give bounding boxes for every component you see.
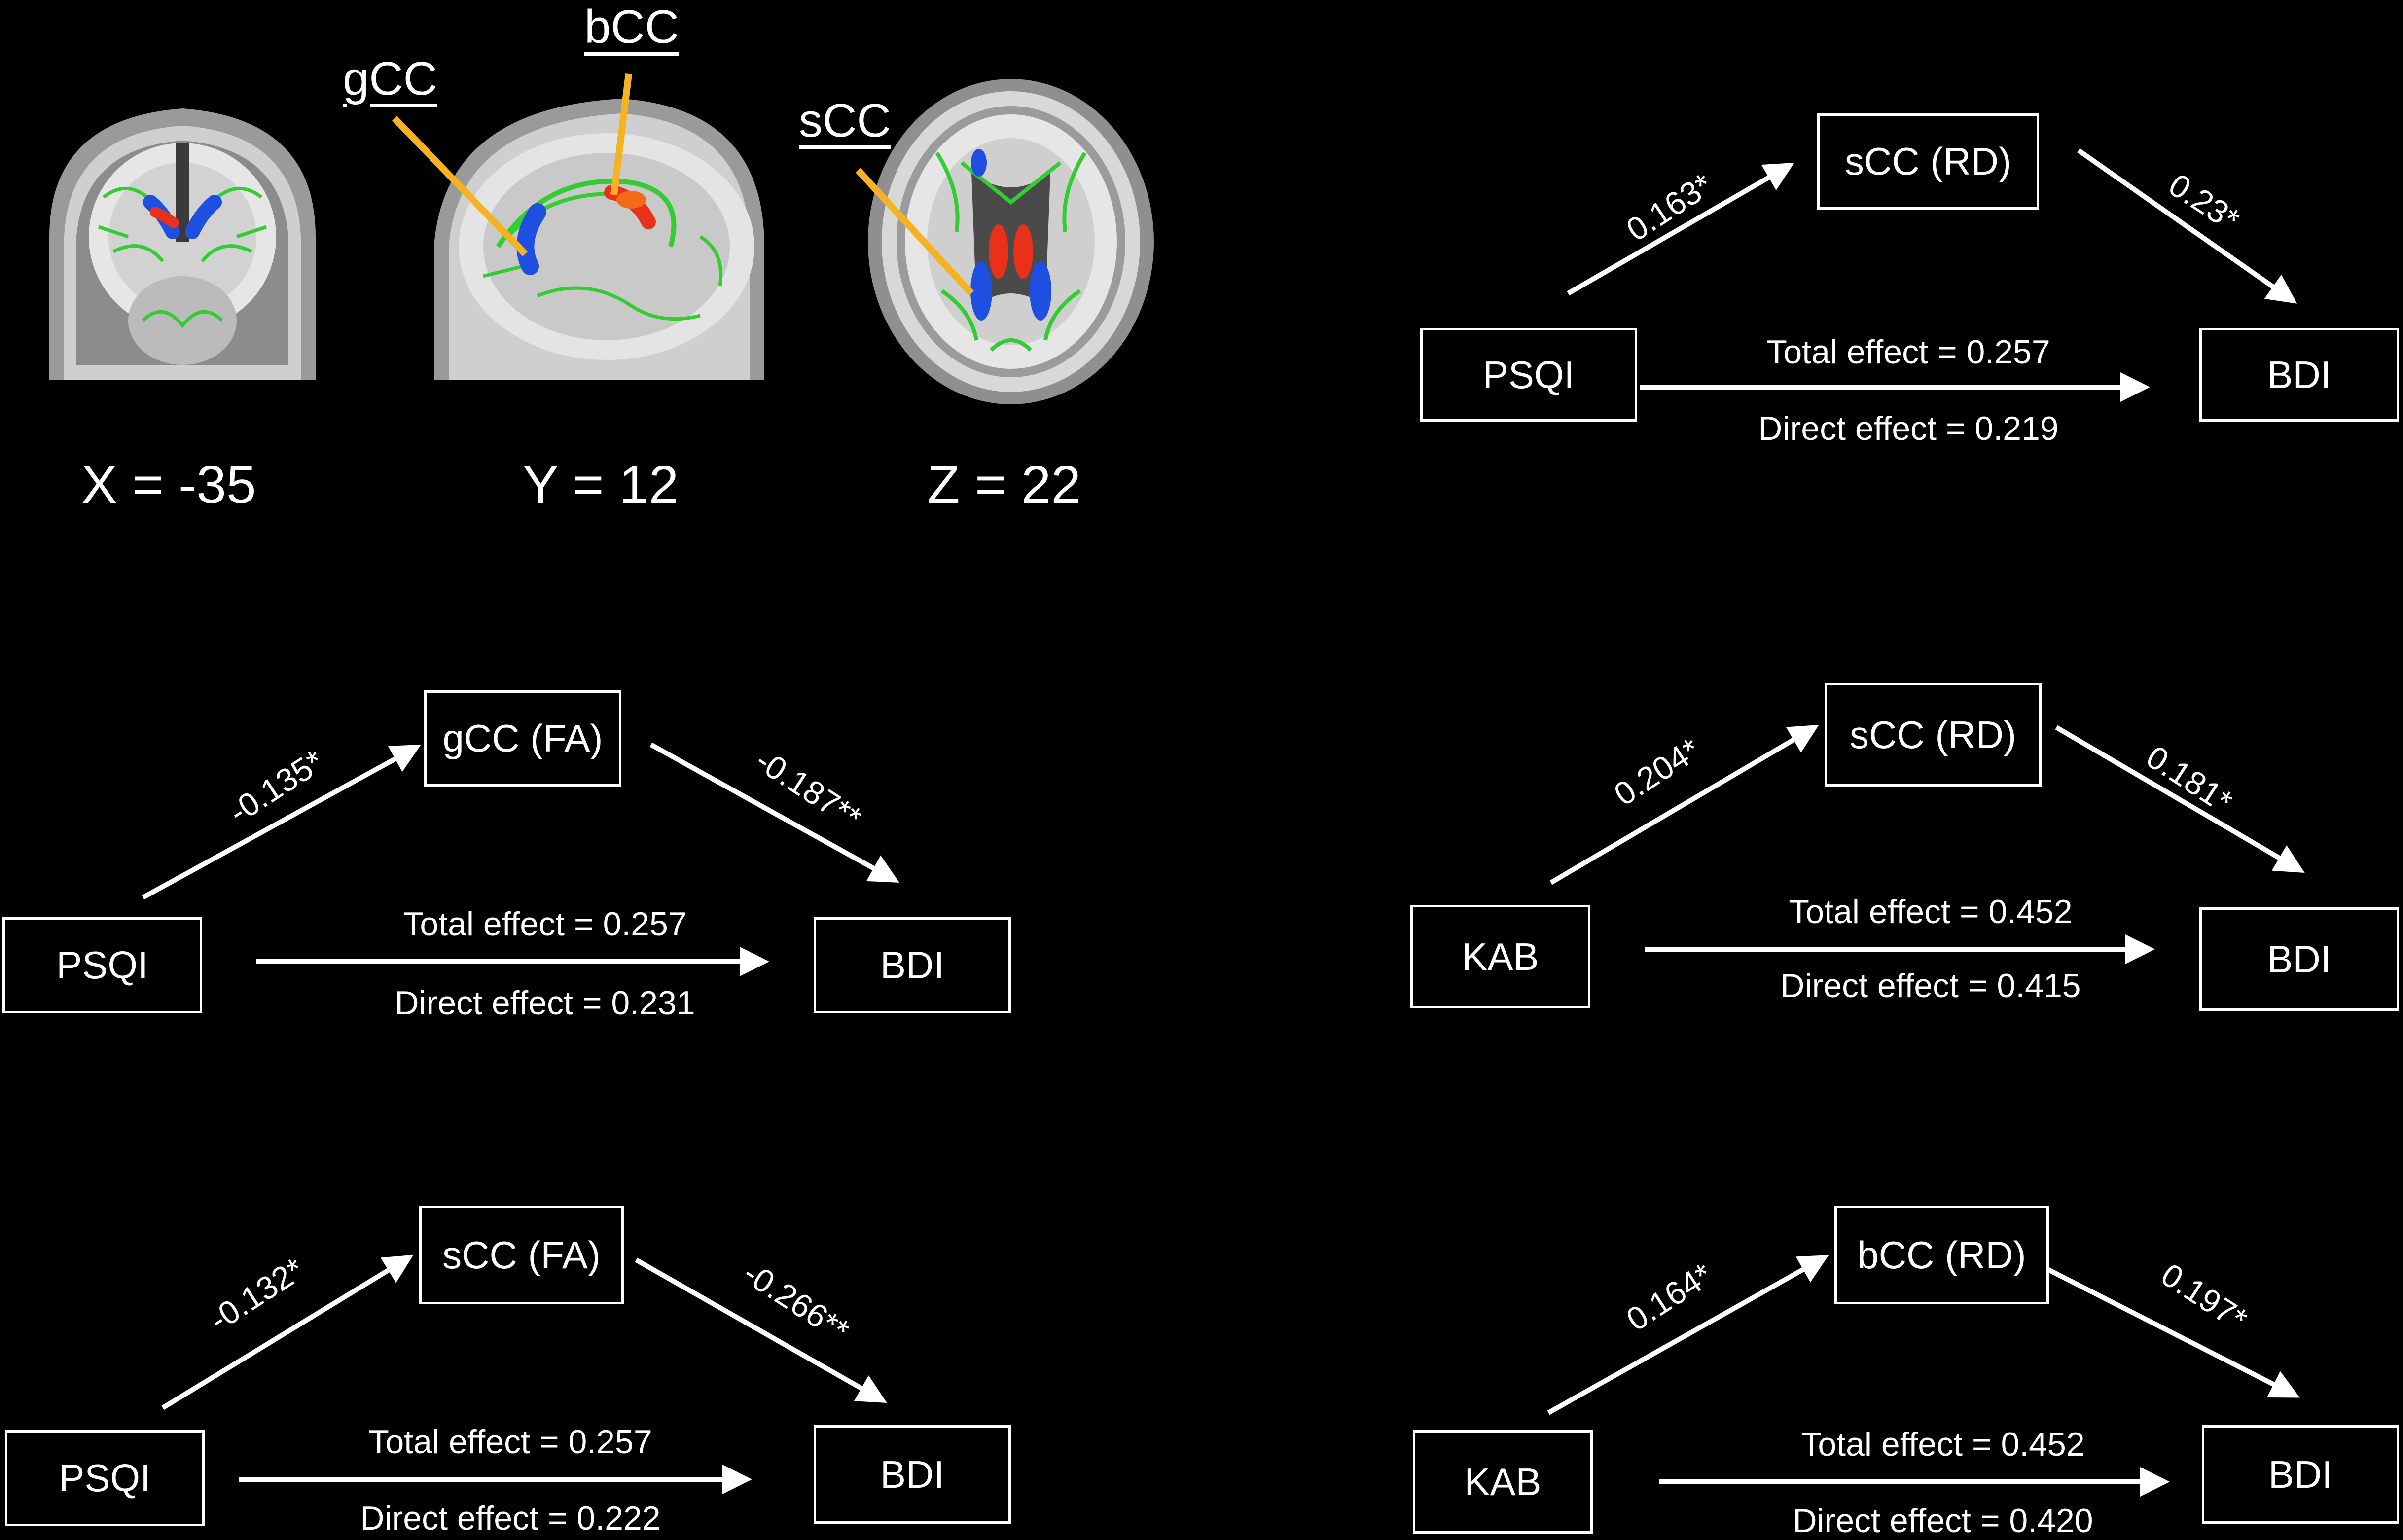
m5-mediator-box: bCC (RD) — [1834, 1206, 2049, 1304]
roi-label-gcc: gCC — [343, 52, 438, 105]
coord-label-z: Z = 22 — [927, 455, 1081, 515]
m1-direct-effect-label: Direct effect = 0.219 — [1758, 410, 2059, 447]
m5-b-coefficient-label: 0.197* — [2154, 1255, 2254, 1338]
roi-label-scc: sCC — [799, 94, 891, 147]
m3-b-path-arrow — [2055, 725, 2305, 873]
m5-a-coefficient-label: 0.164* — [1619, 1255, 1719, 1338]
m1-mediator-box: sCC (RD) — [1817, 113, 2039, 210]
m5-total-effect-label: Total effect = 0.452 — [1801, 1426, 2085, 1463]
m1-total-effect-label: Total effect = 0.257 — [1766, 333, 2050, 371]
coord-label-y: Y = 12 — [523, 455, 679, 515]
roi-label-bcc: bCC — [584, 0, 680, 53]
m3-b-coefficient-label: 0.181* — [2140, 738, 2239, 821]
m2-outcome-box: BDI — [814, 917, 1011, 1013]
axial-slice-image — [863, 74, 1159, 409]
m3-a-coefficient-label: 0.204* — [1607, 730, 1707, 813]
m5-direct-effect-label: Direct effect = 0.420 — [1793, 1502, 2093, 1540]
m4-mediator-box: sCC (FA) — [419, 1206, 624, 1304]
m3-outcome-box: BDI — [2199, 907, 2399, 1011]
m4-b-coefficient-label: -0.266** — [737, 1254, 856, 1349]
m1-outcome-box: BDI — [2199, 328, 2399, 422]
m4-total-effect-label: Total effect = 0.257 — [368, 1423, 652, 1461]
m1-b-coefficient-label: 0.23* — [2162, 166, 2246, 239]
sagittal-slice-image — [424, 89, 769, 380]
m4-direct-effect-label: Direct effect = 0.222 — [360, 1500, 661, 1537]
m4-predictor-box: PSQI — [5, 1430, 205, 1526]
m2-mediator-box: gCC (FA) — [424, 690, 621, 787]
coord-label-x: X = -35 — [81, 455, 256, 515]
m2-total-effect-label: Total effect = 0.257 — [403, 905, 687, 943]
m3-predictor-box: KAB — [1410, 905, 1590, 1008]
m3-direct-effect-label: Direct effect = 0.415 — [1780, 967, 2081, 1004]
m2-b-coefficient-label: -0.187** — [749, 742, 868, 836]
coronal-slice-image — [30, 89, 335, 380]
m2-predictor-box: PSQI — [2, 917, 202, 1013]
m5-predictor-box: KAB — [1413, 1430, 1593, 1534]
m1-a-coefficient-label: 0.163* — [1619, 166, 1719, 249]
m3-mediator-box: sCC (RD) — [1825, 683, 2042, 787]
m4-outcome-box: BDI — [814, 1425, 1011, 1524]
m5-outcome-box: BDI — [2202, 1425, 2399, 1524]
m4-a-coefficient-label: -0.132* — [202, 1251, 311, 1338]
m2-direct-effect-label: Direct effect = 0.231 — [395, 984, 695, 1022]
m3-total-effect-label: Total effect = 0.452 — [1789, 893, 2073, 931]
m1-predictor-box: PSQI — [1420, 328, 1637, 422]
m2-a-coefficient-label: -0.135* — [222, 743, 330, 830]
